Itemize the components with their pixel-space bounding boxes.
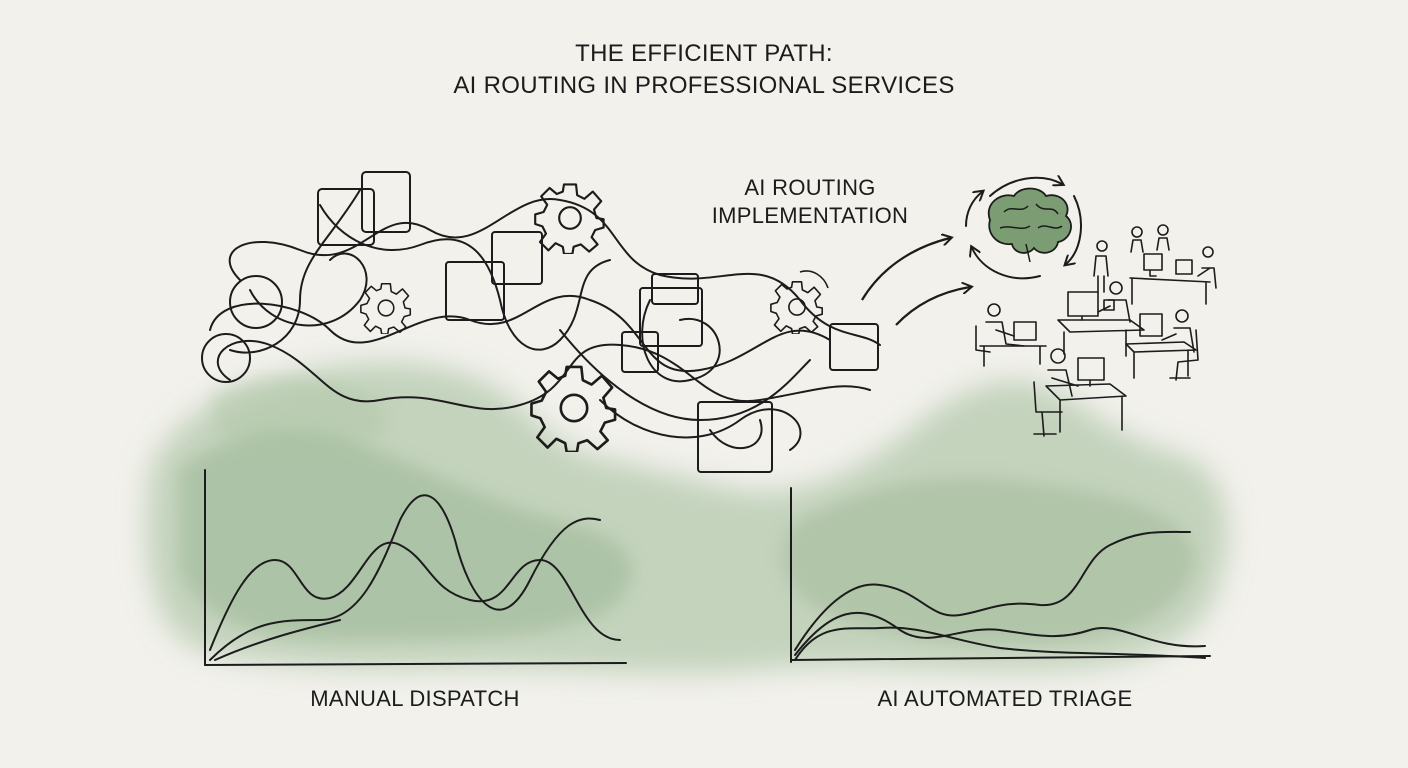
gear-icon [360,282,412,334]
watercolor-wash [146,362,1228,674]
right-chart-x-axis [790,655,1211,661]
right-chart-line [794,611,1206,656]
cycle-arrows-icon [965,178,1082,280]
gear-icon [770,280,824,334]
title-line-1: THE EFFICIENT PATH: [575,40,833,67]
left-chart-x-axis [204,662,627,666]
arrow-icon [895,287,970,326]
office-workers-icon [975,224,1217,437]
transition-line-1: AI ROUTING [744,175,876,200]
transition-line-2: IMPLEMENTATION [711,203,909,228]
left-chart-line [209,494,601,661]
ai-triage-label: AI AUTOMATED TRIAGE [877,686,1133,711]
motion-mark [799,270,829,289]
page-title: THE EFFICIENT PATH: AI ROUTING IN PROFES… [0,38,1408,102]
gear-icon [534,183,605,254]
brain-icon [987,187,1072,263]
right-chart-line [794,626,1206,661]
title-line-2: AI ROUTING IN PROFESSIONAL SERVICES [453,72,955,99]
right-chart [790,487,1211,663]
tangled-workflow-scribble [201,171,881,473]
manual-dispatch-label: MANUAL DISPATCH [310,686,520,711]
right-chart-line [794,530,1191,651]
transition-label: AI ROUTING IMPLEMENTATION [700,174,920,230]
arrow-icon [861,238,950,301]
left-chart [204,469,627,666]
